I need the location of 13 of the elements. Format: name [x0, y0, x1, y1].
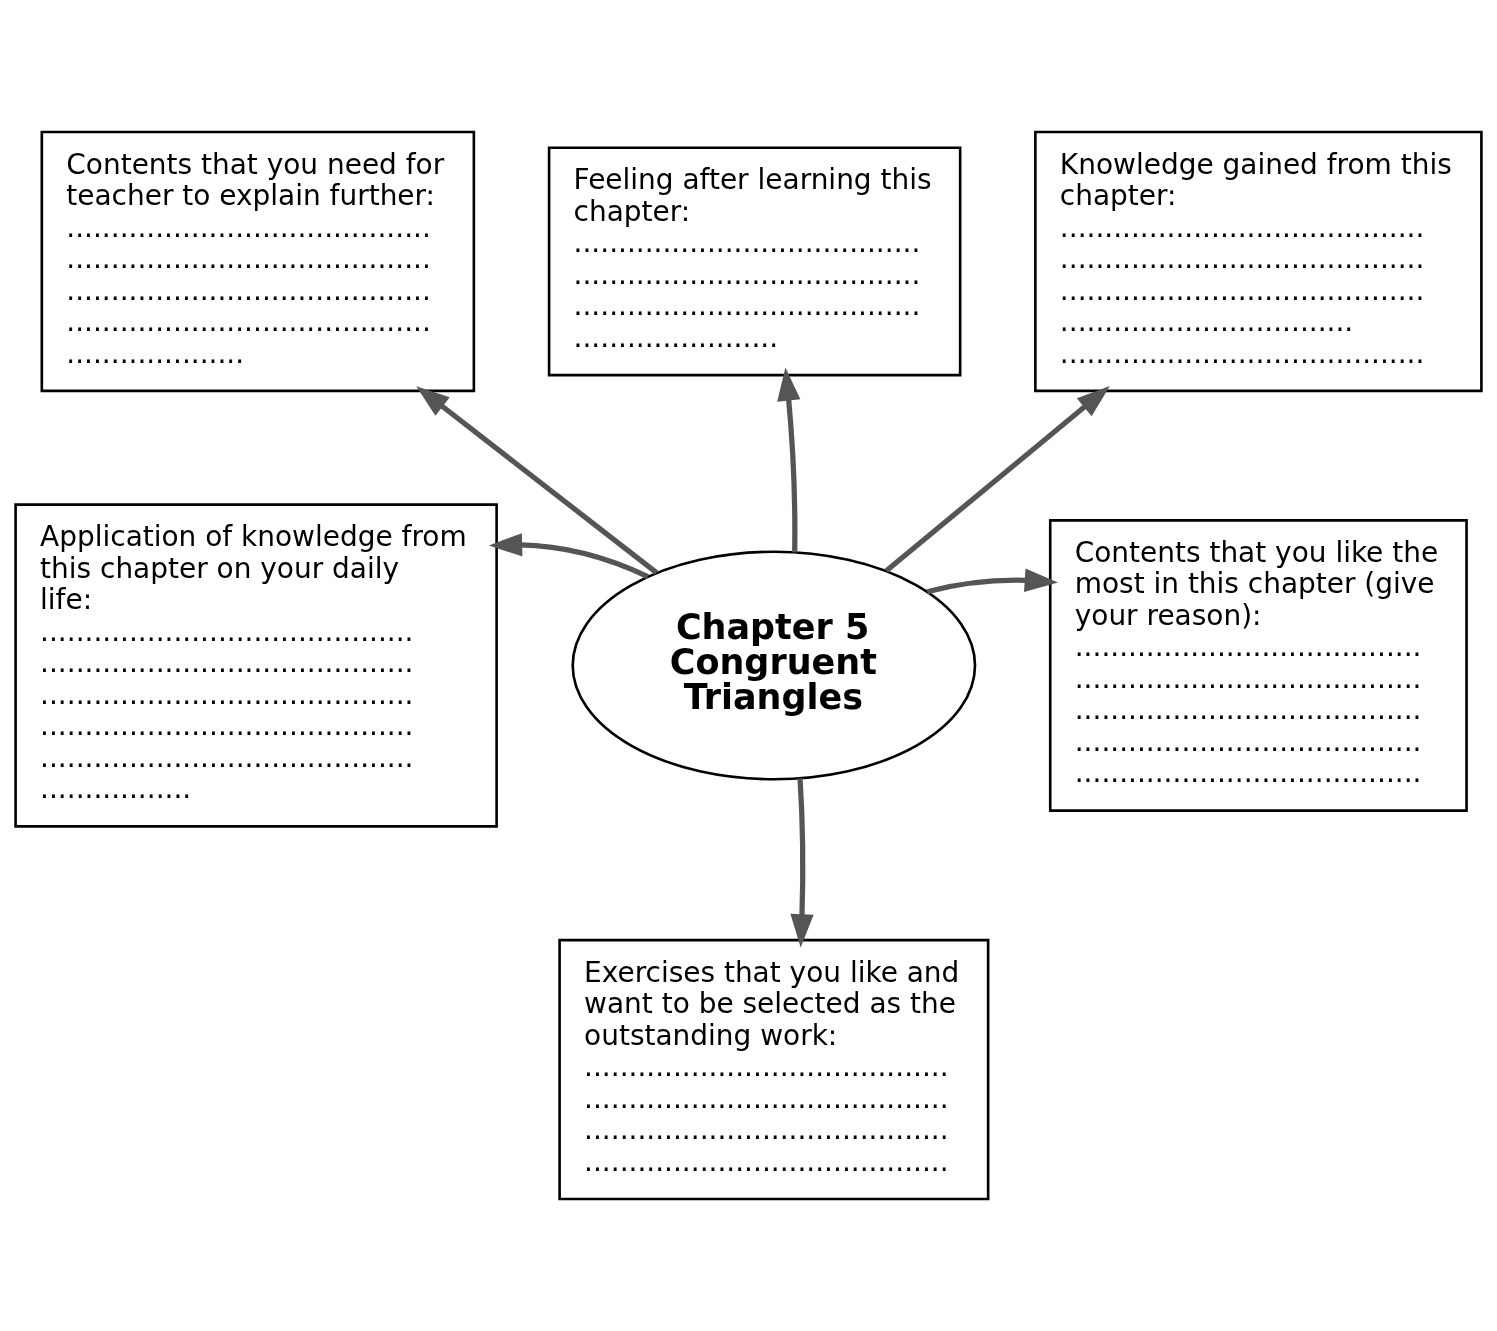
- node-box: Application of knowledge from this chapter on your daily life: .......................................... .......................................... .......................................... .......................................... .......................................... .................: [14, 503, 498, 828]
- arrow: [416, 386, 659, 575]
- node-box: Exercises that you like and want to be selected as the outstanding work: ......................................... ......................................... ......................................... .........................................: [558, 938, 990, 1201]
- arrow: [790, 778, 814, 948]
- arrow: [926, 568, 1058, 595]
- node-box: Knowledge gained from this chapter: ......................................... ......................................... ......................................... ................................. .........................................: [1034, 130, 1483, 393]
- arrow: [884, 385, 1110, 573]
- node-box: Contents that you like the most in this chapter (give your reason): ....................................... ....................................... ....................................... ....................................... .......................................: [1048, 519, 1468, 812]
- arrow: [777, 367, 801, 553]
- node-ellipse: Chapter 5 Congruent Triangles: [571, 550, 977, 781]
- arrow: [488, 533, 649, 579]
- node-box: Feeling after learning this chapter: ....................................... ....................................... ....................................... .......................: [547, 146, 962, 377]
- node-box: Contents that you need for teacher to explain further: ......................................... ......................................... ......................................... ......................................... ....................: [40, 130, 476, 393]
